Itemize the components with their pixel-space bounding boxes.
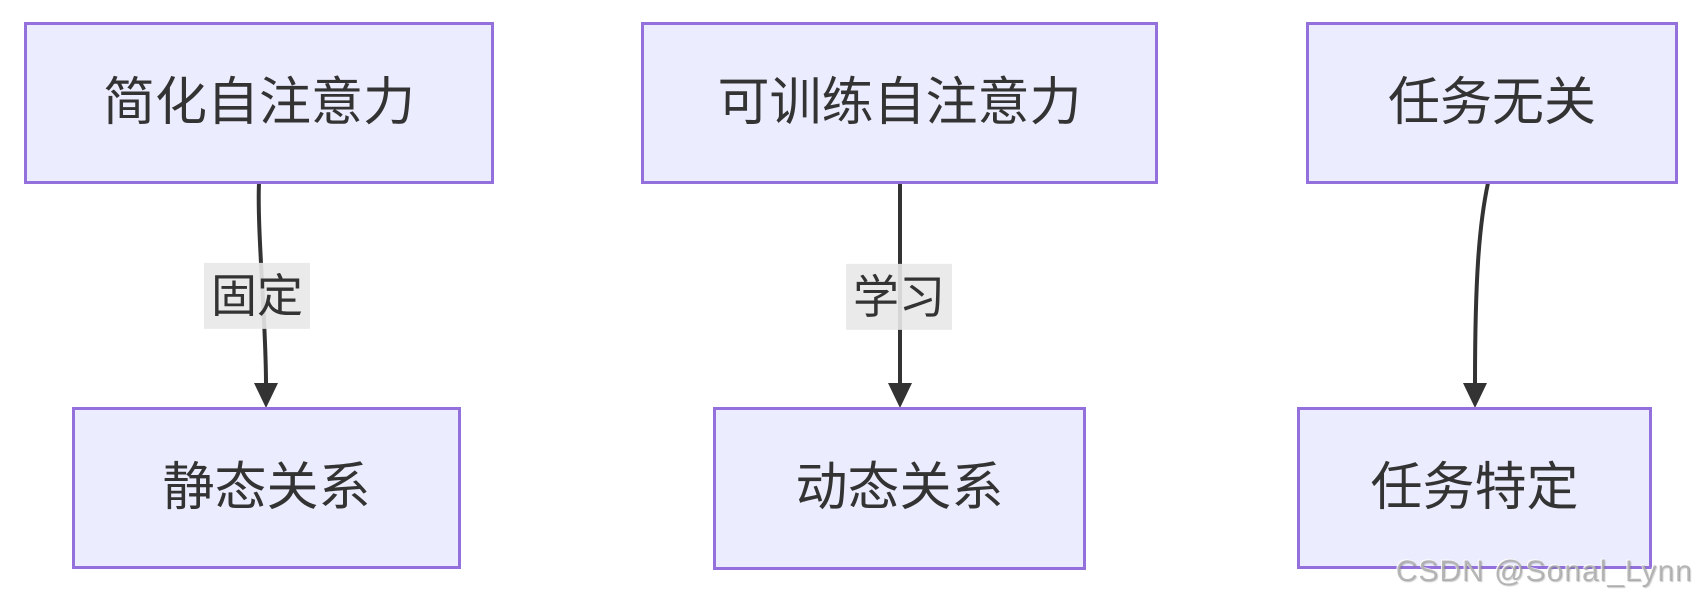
edge-label-learned: 学习 [846, 263, 952, 331]
arrowhead-down-icon [888, 383, 912, 408]
arrowhead-down-icon [254, 383, 278, 408]
node-label: 任务特定 [1370, 458, 1579, 517]
node-trainable-self-attention: 可训练自注意力 [641, 22, 1158, 184]
node-label: 静态关系 [162, 458, 371, 517]
node-task-agnostic: 任务无关 [1306, 22, 1678, 184]
csdn-watermark: CSDN @Sonal_Lynn [1395, 555, 1693, 588]
node-task-specific: 任务特定 [1297, 407, 1652, 569]
node-dynamic-relationship: 动态关系 [713, 407, 1086, 570]
node-label: 简化自注意力 [102, 73, 415, 132]
node-label: 动态关系 [795, 459, 1004, 518]
node-simplified-self-attention: 简化自注意力 [24, 22, 494, 184]
node-static-relationship: 静态关系 [72, 407, 461, 569]
edge-label-fixed: 固定 [204, 262, 310, 330]
node-label: 任务无关 [1387, 73, 1596, 132]
arrowhead-down-icon [1463, 383, 1487, 408]
node-label: 可训练自注意力 [717, 73, 1082, 132]
edge-task-arrow [1463, 182, 1490, 408]
